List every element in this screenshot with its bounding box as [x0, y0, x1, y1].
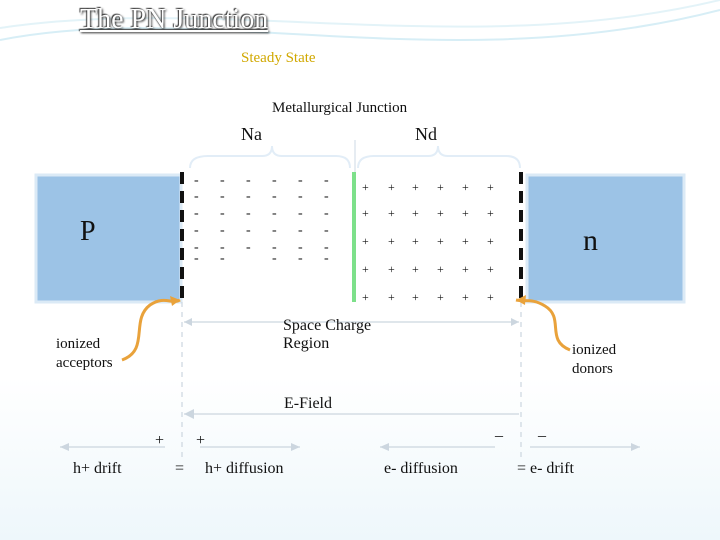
svg-text:+: +: [487, 262, 494, 276]
svg-text:+: +: [362, 206, 369, 220]
svg-text:-: -: [246, 206, 251, 221]
svg-text:-: -: [324, 223, 329, 238]
na-brace: [190, 146, 350, 168]
svg-text:-: -: [298, 189, 303, 204]
svg-text:+: +: [388, 180, 395, 194]
e-equals: =: [517, 460, 526, 478]
svg-text:+: +: [487, 290, 494, 304]
svg-text:-: -: [246, 189, 251, 204]
ionized-donors-label-1: ionized: [572, 342, 616, 359]
svg-text:+: +: [462, 180, 469, 194]
svg-text:-: -: [298, 251, 303, 266]
donor-plus-grid: + + + + + + + + + + + + + + + + + + + + + + + + + + + + + +: [362, 180, 494, 304]
svg-text:+: +: [412, 234, 419, 248]
e-drift-label: e- drift: [530, 460, 574, 478]
svg-text:-: -: [194, 206, 199, 221]
svg-text:-: -: [194, 223, 199, 238]
svg-text:-: -: [246, 173, 251, 188]
efield-label: E-Field: [284, 395, 332, 413]
space-charge-label-2: Region: [283, 335, 329, 353]
svg-text:-: -: [324, 189, 329, 204]
svg-text:-: -: [220, 223, 225, 238]
svg-text:+: +: [437, 290, 444, 304]
svg-text:-: -: [298, 173, 303, 188]
ionized-donors-label-2: donors: [572, 361, 613, 378]
svg-text:-: -: [194, 189, 199, 204]
h-diffusion-label: h+ diffusion: [205, 460, 284, 478]
ionized-acceptors-label-2: acceptors: [56, 355, 113, 372]
svg-text:-: -: [220, 189, 225, 204]
svg-text:+: +: [362, 262, 369, 276]
svg-text:-: -: [246, 240, 251, 255]
acceptor-pointer: [122, 300, 180, 360]
svg-text:+: +: [412, 262, 419, 276]
svg-text:-: -: [220, 251, 225, 266]
nd-label: Nd: [415, 124, 437, 145]
svg-text:+: +: [412, 290, 419, 304]
svg-text:-: -: [220, 173, 225, 188]
svg-text:+: +: [388, 290, 395, 304]
e-drift-minus: _: [538, 422, 546, 440]
h-drift-plus: +: [155, 432, 164, 450]
svg-text:-: -: [246, 223, 251, 238]
e-diffusion-minus: _: [495, 422, 503, 440]
svg-text:-: -: [298, 206, 303, 221]
svg-text:+: +: [388, 262, 395, 276]
svg-text:-: -: [194, 251, 199, 266]
svg-text:+: +: [462, 262, 469, 276]
e-diffusion-label: e- diffusion: [384, 460, 458, 478]
svg-text:+: +: [462, 206, 469, 220]
p-region: [36, 175, 181, 302]
ionized-acceptors-label-1: ionized: [56, 336, 100, 353]
h-equals: =: [175, 460, 184, 478]
p-region-label: P: [80, 216, 96, 248]
svg-text:+: +: [388, 206, 395, 220]
svg-text:-: -: [272, 206, 277, 221]
svg-text:-: -: [298, 223, 303, 238]
svg-text:+: +: [462, 234, 469, 248]
n-region: [527, 175, 684, 302]
svg-text:+: +: [362, 180, 369, 194]
svg-text:+: +: [487, 234, 494, 248]
svg-text:+: +: [437, 262, 444, 276]
svg-text:-: -: [324, 173, 329, 188]
h-diffusion-plus: +: [196, 432, 205, 450]
nd-brace: [358, 146, 520, 168]
metallurgical-junction-label: Metallurgical Junction: [272, 100, 407, 117]
svg-text:+: +: [487, 206, 494, 220]
svg-text:-: -: [220, 206, 225, 221]
svg-text:+: +: [437, 234, 444, 248]
svg-text:-: -: [324, 206, 329, 221]
n-region-label: n: [583, 224, 598, 258]
na-label: Na: [241, 124, 262, 145]
svg-text:+: +: [412, 180, 419, 194]
donor-pointer: [516, 300, 570, 350]
svg-text:+: +: [412, 206, 419, 220]
svg-text:+: +: [437, 206, 444, 220]
svg-text:-: -: [272, 251, 277, 266]
space-charge-label-1: Space Charge: [283, 317, 371, 335]
svg-text:+: +: [388, 234, 395, 248]
svg-text:-: -: [194, 173, 199, 188]
h-drift-label: h+ drift: [73, 460, 122, 478]
svg-text:+: +: [362, 290, 369, 304]
svg-text:+: +: [362, 234, 369, 248]
svg-text:+: +: [462, 290, 469, 304]
svg-text:-: -: [272, 189, 277, 204]
svg-text:-: -: [272, 173, 277, 188]
svg-text:+: +: [487, 180, 494, 194]
svg-text:-: -: [324, 251, 329, 266]
svg-text:-: -: [272, 223, 277, 238]
svg-text:+: +: [437, 180, 444, 194]
acceptor-minus-grid: ------ ------ ------ ------ ------ -----: [194, 173, 329, 266]
